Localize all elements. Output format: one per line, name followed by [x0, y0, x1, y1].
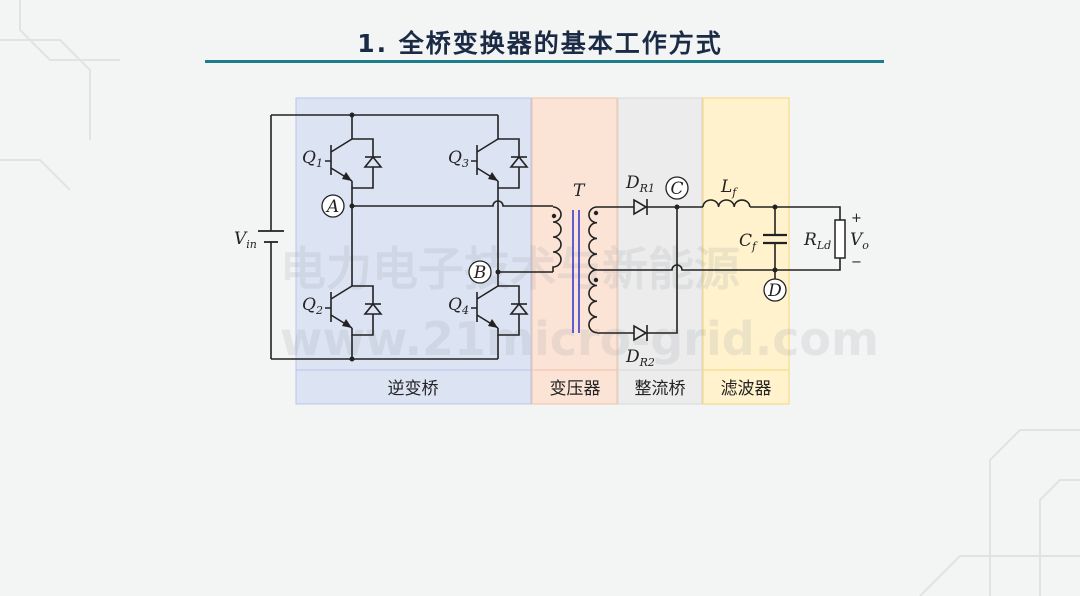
svg-text:Q4: Q4: [448, 295, 469, 317]
node-b: B: [468, 260, 492, 284]
output-voltage-vo: + Vo −: [850, 211, 869, 270]
svg-text:Q1: Q1: [302, 148, 323, 170]
transformer-t: T: [551, 181, 599, 334]
section-transformer: 变压器: [531, 97, 618, 405]
node-a: A: [321, 194, 345, 218]
dc-source-vin: Vin: [234, 229, 284, 251]
svg-text:RLd: RLd: [803, 230, 831, 252]
junction-dots: [349, 112, 778, 362]
svg-text:D: D: [767, 281, 782, 301]
svg-text:B: B: [473, 263, 487, 283]
inductor-lf: Lf: [702, 177, 751, 208]
section-rectifier-bridge: 整流桥: [617, 97, 703, 405]
svg-text:Q3: Q3: [448, 148, 469, 170]
page-title: 1. 全桥变换器的基本工作方式: [357, 29, 723, 58]
switch-q3: Q3: [448, 138, 528, 189]
watermark: 电力电子技术与新能源 www.21micro-grid.com: [280, 242, 879, 366]
switch-q1: Q1: [302, 138, 382, 189]
section-label: 整流桥: [635, 379, 686, 399]
svg-text:C: C: [670, 179, 683, 199]
svg-text:DR2: DR2: [625, 347, 655, 369]
svg-text:Lf: Lf: [720, 177, 738, 199]
load-resistor-rld: RLd: [803, 219, 846, 259]
node-d: D: [763, 278, 787, 302]
svg-text:T: T: [573, 181, 586, 201]
section-label: 变压器: [550, 379, 601, 399]
svg-text:Cf: Cf: [739, 231, 758, 253]
diode-dr1: DR1: [625, 173, 655, 216]
svg-text:DR1: DR1: [625, 173, 655, 195]
switch-q4: Q4: [448, 285, 528, 336]
diode-dr2: DR2: [625, 324, 655, 369]
svg-text:+: +: [851, 211, 862, 226]
section-label: 逆变桥: [388, 379, 439, 399]
section-label: 滤波器: [721, 379, 772, 399]
svg-text:Q2: Q2: [302, 295, 323, 317]
svg-text:电力电子技术与新能源: 电力电子技术与新能源: [280, 242, 740, 296]
svg-text:Vin: Vin: [234, 229, 257, 251]
title-underline: [205, 60, 884, 63]
capacitor-cf: Cf: [739, 231, 787, 253]
svg-text:A: A: [325, 197, 339, 217]
svg-text:Vo: Vo: [850, 230, 869, 252]
svg-text:−: −: [851, 255, 862, 270]
node-c: C: [665, 176, 689, 200]
switch-q2: Q2: [302, 285, 382, 336]
